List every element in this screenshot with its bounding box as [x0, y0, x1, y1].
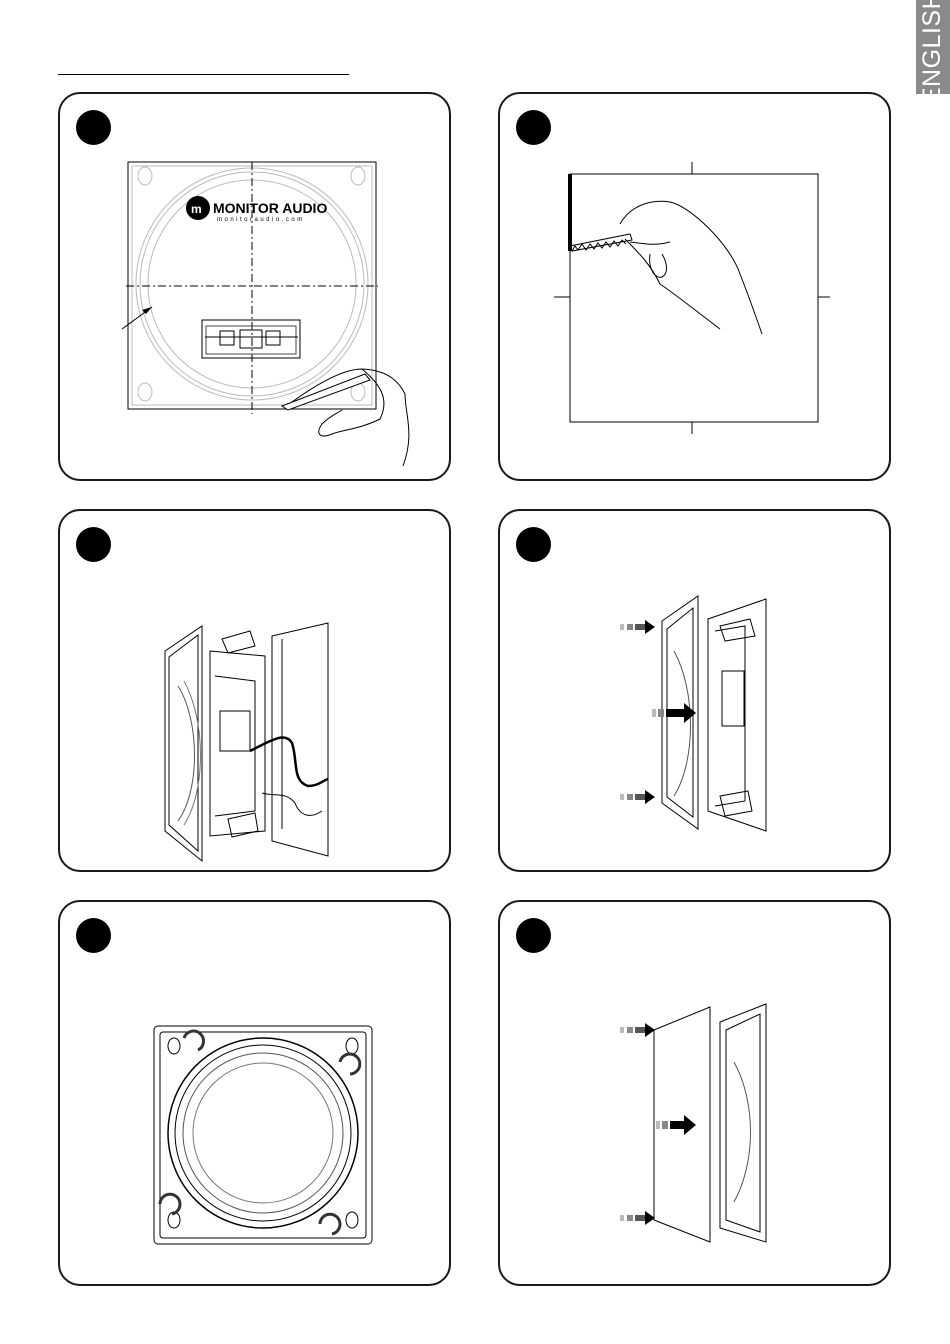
tighten-clamps-illustration — [60, 902, 451, 1286]
step-panel-6 — [498, 900, 891, 1286]
monitor-audio-logo: m MONITOR AUDIO monitoraudio.com — [186, 196, 327, 223]
screw-rotate-icon — [160, 1031, 360, 1234]
push-arrows — [620, 1023, 696, 1225]
saw-cut-illustration — [500, 94, 891, 481]
step-panel-2 — [498, 92, 891, 481]
language-tab-label: ENGLISH — [919, 0, 948, 104]
push-arrows — [620, 620, 696, 804]
connect-cable-illustration — [60, 511, 451, 872]
insert-speaker-illustration — [500, 511, 891, 872]
attach-grille-illustration — [500, 902, 891, 1286]
step-panel-3 — [58, 509, 451, 872]
logo-url-text: monitoraudio.com — [217, 217, 305, 223]
header-rule — [58, 74, 349, 75]
mark-cutout-illustration: m MONITOR AUDIO monitoraudio.com — [60, 94, 451, 481]
step-panel-5 — [58, 900, 451, 1286]
logo-brand-text: MONITOR AUDIO — [213, 200, 327, 216]
step-panel-1: m MONITOR AUDIO monitoraudio.com — [58, 92, 451, 481]
svg-text:m: m — [191, 202, 202, 216]
language-tab[interactable]: ENGLISH — [916, 0, 950, 94]
step-panel-4 — [498, 509, 891, 872]
